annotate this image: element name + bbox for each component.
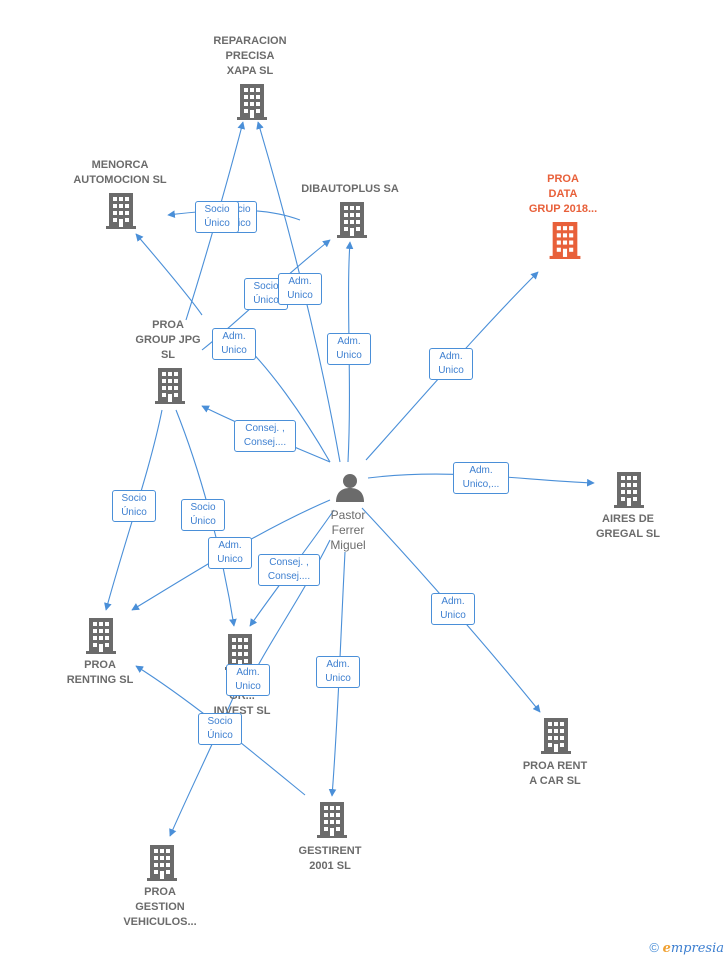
edge-label-socio-unico[interactable]: Socio Único [112,490,156,522]
edge-label-adm-unico[interactable]: Adm. Unico [327,333,371,365]
edge-label-adm-unico[interactable]: Adm. Unico [429,348,473,380]
building-icon [106,193,136,229]
company-label-proadata[interactable]: PROA DATA GRUP 2018... [528,173,598,215]
building-icon [86,618,116,654]
edge-label-adm-unico[interactable]: Adm. Unico [226,664,270,696]
company-label-proagestion[interactable]: PROA GESTION VEHICULOS... [123,886,197,928]
company-label-proarentacar[interactable]: PROA RENT A CAR SL [522,760,588,787]
copyright-icon: © [649,940,659,955]
edge-proainvest-proagestion [169,681,241,837]
edge-label-adm-unico[interactable]: Adm. Unico [212,328,256,360]
building-icon [614,472,644,508]
edge-proagroup-menorca [135,233,203,316]
company-label-proarenting[interactable]: PROA RENTING SL [66,659,134,686]
brand-logo[interactable]: empresia [662,941,724,956]
company-label-aires[interactable]: AIRES DE GREGAL SL [596,513,660,540]
edge-label-adm-unico[interactable]: Adm. Unico [316,656,360,688]
company-label-dibautoplus[interactable]: DIBAUTOPLUS SA [301,183,399,195]
building-icon [337,202,367,238]
building-icon [541,718,571,754]
building-icon [317,802,347,838]
person-icon [336,474,364,502]
building-icon [155,368,185,404]
edge-label-socio-unico[interactable]: Socio Único [195,201,239,233]
edge-label-adm-unico[interactable]: Adm. Unico [431,593,475,625]
edge-label-consej[interactable]: Consej. , Consej.... [258,554,320,586]
company-label-menorca[interactable]: MENORCA AUTOMOCION SL [73,159,167,186]
building-icon [237,84,267,120]
company-label-gestirent[interactable]: GESTIRENT 2001 SL [298,845,362,872]
edge-label-adm-unico[interactable]: Adm. Unico [208,537,252,569]
edge-label-adm-unico[interactable]: Adm. Unico [278,273,322,305]
edge-label-consej[interactable]: Consej. , Consej.... [234,420,296,452]
edge-label-adm-unico-ellipsis[interactable]: Adm. Unico,... [453,462,509,494]
footer-brand: © empresia [649,940,724,956]
person-label[interactable]: Pastor Ferrer Miguel [330,508,366,552]
building-icon [549,222,581,259]
building-icon [147,845,177,881]
edge-label-socio-unico[interactable]: Socio Único [198,713,242,745]
edge-label-socio-unico[interactable]: Socio Único [181,499,225,531]
company-label-reparacion[interactable]: REPARACION PRECISA XAPA SL [213,35,287,77]
company-label-proagroup[interactable]: PROA GROUP JPG SL [135,319,201,361]
